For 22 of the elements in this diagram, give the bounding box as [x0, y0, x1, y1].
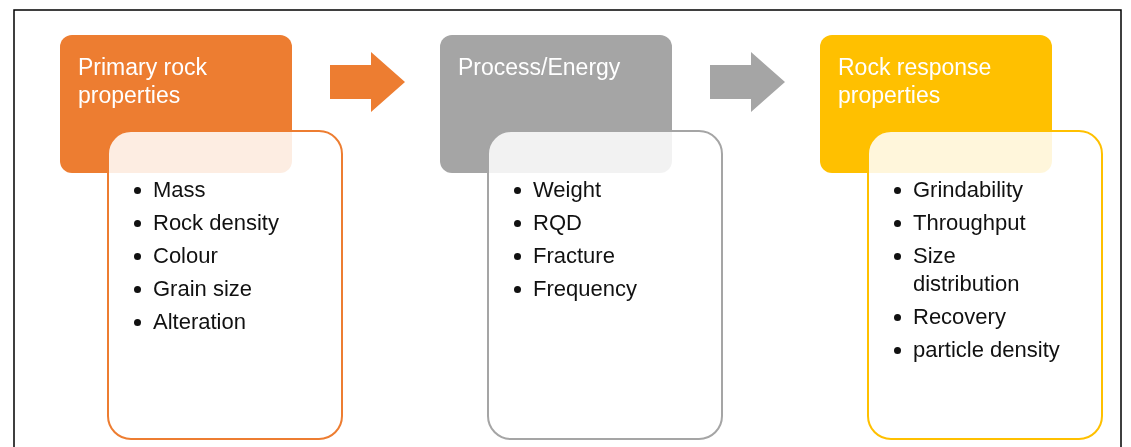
bullet-list-card — [867, 130, 1103, 440]
list-item-text: Throughput — [913, 210, 1026, 235]
list-item-text: Colour — [153, 243, 218, 268]
list-item-text: Fracture — [533, 243, 615, 268]
list-item-text: Recovery — [913, 304, 1006, 329]
block-arrow — [330, 52, 405, 112]
list-item-text: Rock density — [153, 210, 279, 235]
bullet-list-card — [487, 130, 723, 440]
list-item-text: Alteration — [153, 309, 246, 334]
header-text: Primary rock properties — [78, 53, 209, 109]
list-item-text: Weight — [533, 177, 602, 202]
block-arrow — [710, 52, 785, 112]
header-text: Rock response properties — [838, 53, 993, 109]
list-item-text: Frequency — [533, 276, 637, 301]
list-item-text: Size distribution — [913, 243, 1020, 296]
list-item-text: Grain size — [153, 276, 253, 301]
list-item-text: particle density — [913, 337, 1060, 362]
header-text: Process/Energy — [458, 53, 622, 81]
list-item-text: RQD — [533, 210, 582, 235]
list-item-text: Grindability — [913, 177, 1024, 202]
bullet-list-card — [107, 130, 343, 440]
list-item-text: Mass — [153, 177, 206, 202]
